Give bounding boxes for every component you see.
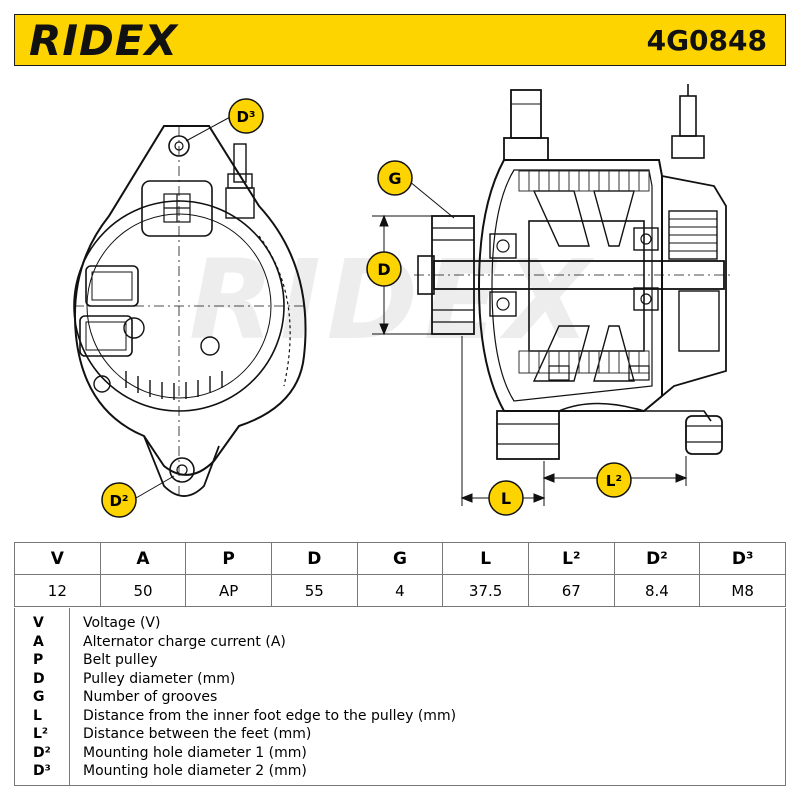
spec-header: L	[442, 542, 529, 575]
callout-l-label: L	[501, 489, 511, 508]
spec-header: D	[270, 542, 358, 575]
legend-row-d: D Pulley diameter (mm)	[15, 670, 785, 689]
spec-value-row: 12 50 AP 55 4 37.5 67 8.4 M8	[14, 574, 786, 607]
callout-d2: D²	[101, 482, 137, 518]
legend-row-d2: D² Mounting hole diameter 1 (mm)	[15, 744, 785, 763]
legend-symbol: D³	[33, 763, 51, 779]
legend-description: Pulley diameter (mm)	[83, 670, 236, 687]
section-view	[414, 84, 734, 460]
spec-value: 50	[99, 574, 187, 607]
callout-d: D	[366, 251, 402, 287]
spec-header: V	[14, 542, 101, 575]
legend-row-a: A Alternator charge current (A)	[15, 633, 785, 652]
legend-description: Distance between the feet (mm)	[83, 726, 312, 742]
legend-description: Mounting hole diameter 2 (mm)	[83, 763, 307, 779]
legend-symbol: G	[33, 689, 45, 705]
brand-logo: RIDEX	[29, 16, 178, 65]
legend-description: Voltage (V)	[83, 615, 161, 631]
spec-value: 55	[270, 574, 358, 607]
spec-header-row: V A P D G L L² D² D³	[14, 542, 786, 575]
callout-l2-label: L²	[606, 472, 622, 490]
legend-row-p: P Belt pulley	[15, 651, 785, 670]
legend-description: Mounting hole diameter 1 (mm)	[83, 744, 307, 761]
legend-symbol: L²	[33, 726, 49, 742]
spec-value: 37.5	[442, 574, 529, 607]
legend-description: Belt pulley	[83, 652, 158, 668]
legend-description: Number of grooves	[83, 689, 218, 705]
end-view	[73, 125, 307, 497]
legend-row-v: V Voltage (V)	[15, 614, 785, 633]
spec-value: 12	[14, 574, 101, 607]
spec-header: D²	[613, 542, 701, 575]
callout-d-label: D	[377, 260, 390, 279]
spec-value: M8	[699, 574, 786, 607]
spec-header: A	[99, 542, 187, 575]
callout-g-label: G	[388, 169, 401, 188]
legend-symbol: P	[33, 652, 44, 668]
legend-symbol: L	[33, 707, 42, 724]
legend-description: Alternator charge current (A)	[83, 633, 286, 650]
spec-value: 4	[356, 574, 444, 607]
callout-d3: D³	[228, 98, 264, 134]
legend-symbol: D	[33, 670, 45, 687]
legend-row-d3: D³ Mounting hole diameter 2 (mm)	[15, 762, 785, 781]
spec-header: L²	[527, 542, 615, 575]
spec-header: D³	[699, 542, 786, 575]
legend-divider	[69, 608, 70, 785]
callout-l: L	[488, 480, 524, 516]
header-bar: RIDEX 4G0848	[14, 14, 786, 66]
callout-g: G	[377, 160, 413, 196]
legend-description: Distance from the inner foot edge to the…	[83, 707, 457, 724]
spec-value: 8.4	[613, 574, 701, 607]
spec-table: V A P D G L L² D² D³ 12 50 AP 55 4 37.5 …	[14, 542, 786, 607]
alternator-drawing: RIDEX	[73, 84, 734, 518]
legend-symbol: D²	[33, 744, 51, 761]
spec-value: 67	[527, 574, 615, 607]
spec-header: G	[356, 542, 444, 575]
legend-symbol: V	[33, 615, 44, 631]
spec-value: AP	[185, 574, 272, 607]
legend-symbol: A	[33, 633, 44, 650]
legend: V Voltage (V) A Alternator charge curren…	[14, 608, 786, 786]
part-number: 4G0848	[646, 24, 767, 57]
legend-row-l2: L² Distance between the feet (mm)	[15, 725, 785, 744]
callout-l2: L²	[596, 462, 632, 498]
callout-d2-label: D²	[109, 492, 128, 510]
spec-header: P	[185, 542, 272, 575]
callout-d3-label: D³	[236, 108, 255, 126]
legend-row-g: G Number of grooves	[15, 688, 785, 707]
legend-row-l: L Distance from the inner foot edge to t…	[15, 707, 785, 726]
